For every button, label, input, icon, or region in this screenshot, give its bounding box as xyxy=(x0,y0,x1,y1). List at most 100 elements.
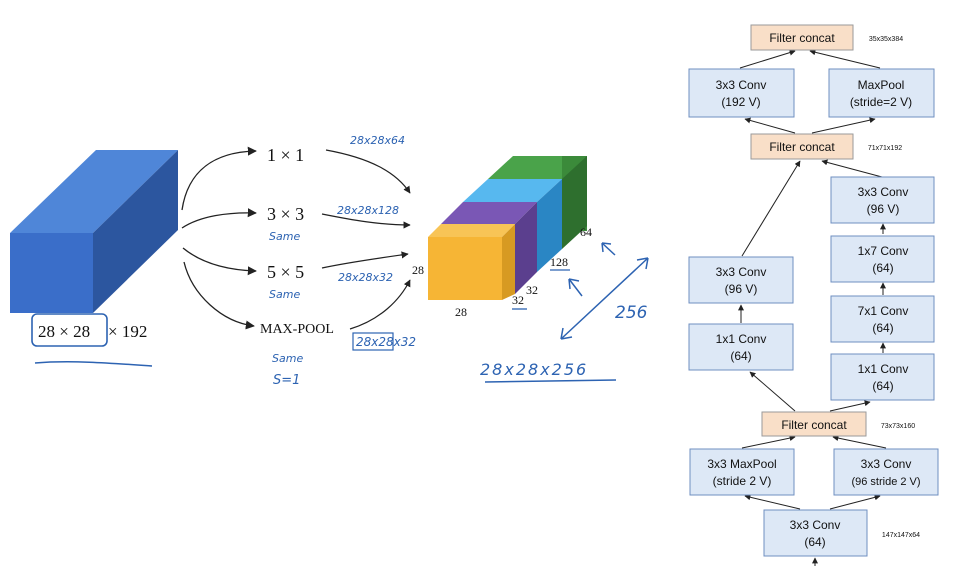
note-total-depth: 256 xyxy=(615,303,648,323)
hand-arrow-64 xyxy=(601,242,616,256)
conv3x3-192-line1: 3x3 Conv xyxy=(716,78,767,92)
conv1x1-64-right-line1: 1x1 Conv xyxy=(858,362,909,376)
stack-dim-labels: 28 28 32 32 128 64 xyxy=(412,225,592,319)
stack-label-d3: 128 xyxy=(550,255,568,269)
arrow-b1-to-stack xyxy=(325,149,411,194)
stem-flow-nodes: Filter concat 35x35x384 3x3 Conv (192 V)… xyxy=(688,24,939,557)
maxpool-s2-box xyxy=(828,68,935,118)
stack-label-d2: 32 xyxy=(526,283,538,297)
conv3x3-96-right-box xyxy=(830,176,935,224)
stack-blue-top xyxy=(463,179,562,202)
edge-conv96s2-concatlow xyxy=(832,435,887,449)
conv3x3-64-bottom-line1: 3x3 Conv xyxy=(790,518,841,532)
note-b1-out: 28x28x64 xyxy=(350,134,405,147)
edge-maxpool3x3-concatlow xyxy=(741,435,796,449)
converge-arrows xyxy=(321,149,411,330)
arrow-to-1x1 xyxy=(181,146,257,211)
stem-flow-edges xyxy=(738,49,887,566)
conv3x3-96-right-line2: (96 V) xyxy=(867,202,900,216)
size-top: 35x35x384 xyxy=(869,36,903,43)
input-volume-top xyxy=(10,150,178,233)
edge-concatmid-maxpool xyxy=(811,117,876,134)
conv3x3-96-left-box xyxy=(688,256,794,304)
conv7x1-64-line2: (64) xyxy=(872,321,893,335)
conv3x3-96-s2-line2: (96 stride 2 V) xyxy=(851,476,920,488)
input-volume xyxy=(10,150,178,313)
edge-bottom-maxpool3x3 xyxy=(744,494,801,510)
input-dims-box xyxy=(31,313,108,347)
branch-labels: 1 × 1 3 × 3 5 × 5 MAX-POOL xyxy=(260,145,334,337)
edge-concatlow-left1x1 xyxy=(749,371,796,412)
conv7x1-64-box xyxy=(830,295,935,343)
stack-label-d1: 32 xyxy=(512,293,524,307)
concat-mid-box xyxy=(750,133,854,160)
input-volume-side xyxy=(93,150,178,313)
stack-label-d4: 64 xyxy=(580,225,592,239)
input-dims-label: 28 × 28 × 192 xyxy=(31,313,153,367)
conv1x7-64-box xyxy=(830,235,935,283)
note-b2-out: 28x28x128 xyxy=(337,204,399,217)
edge-right3x3-concatmid xyxy=(821,159,883,178)
conv1x1-64-right-box xyxy=(830,353,935,401)
conv1x1-64-left-line2: (64) xyxy=(730,349,751,363)
conv1x1-64-left-box xyxy=(688,323,794,371)
arrow-to-maxpool xyxy=(183,261,255,330)
conv3x3-64-bottom-line2: (64) xyxy=(804,535,825,549)
input-volume-front xyxy=(10,233,93,313)
conv3x3-96-left-line2: (96 V) xyxy=(725,282,758,296)
conv3x3-96-s2-line1: 3x3 Conv xyxy=(861,457,912,471)
stack-label-h: 28 xyxy=(412,263,424,277)
arrow-to-3x3 xyxy=(181,208,257,229)
concat-mid-label: Filter concat xyxy=(769,140,835,154)
note-b4-box xyxy=(352,332,394,351)
conv1x7-64-line1: 1x7 Conv xyxy=(858,244,909,258)
arrow-to-5x5 xyxy=(182,247,257,276)
note-total-underline xyxy=(484,379,617,383)
arrow-b4-to-stack xyxy=(349,279,411,330)
stack-purple-top xyxy=(441,202,537,224)
hand-arrow-128 xyxy=(568,278,583,297)
output-stack xyxy=(428,156,587,300)
conv3x3-96-left-line1: 3x3 Conv xyxy=(716,265,767,279)
note-b4-stride: S=1 xyxy=(273,373,300,388)
note-b4-same: Same xyxy=(272,352,303,365)
maxpool3x3-s2-box xyxy=(689,448,795,496)
maxpool-s2-line2: (stride=2 V) xyxy=(850,95,912,109)
branch-maxpool: MAX-POOL xyxy=(260,322,334,337)
stack-yellow-front xyxy=(428,237,502,300)
maxpool3x3-s2-line2: (stride 2 V) xyxy=(713,474,772,488)
conv3x3-192-box xyxy=(688,68,795,118)
arrow-b3-to-stack xyxy=(321,251,409,269)
stack-purple-side xyxy=(515,202,537,294)
size-low: 73x73x160 xyxy=(881,423,915,430)
conv3x3-64-bottom-box xyxy=(763,509,868,557)
branch-arrows xyxy=(181,146,257,330)
conv3x3-96-s2-box xyxy=(833,448,939,496)
stack-label-w: 28 xyxy=(455,305,467,319)
stack-blue-side xyxy=(537,179,562,272)
maxpool-s2-line1: MaxPool xyxy=(858,78,905,92)
note-total-out: 28x28x256 xyxy=(480,360,588,379)
edge-left3x3-concatmid xyxy=(741,160,801,257)
stack-yellow-top xyxy=(428,224,515,237)
edge-bottom-conv96s2 xyxy=(829,494,881,510)
arrow-b2-to-stack xyxy=(321,213,411,229)
concat-low-box xyxy=(761,411,867,437)
maxpool3x3-s2-line1: 3x3 MaxPool xyxy=(707,457,776,471)
concat-low-label: Filter concat xyxy=(781,418,847,432)
edge-conv192-concattop xyxy=(739,49,796,69)
size-mid: 71x71x192 xyxy=(868,145,902,152)
hand-double-arrow xyxy=(560,257,649,340)
note-b2-same: Same xyxy=(269,230,300,243)
note-b3-out: 28x28x32 xyxy=(338,271,393,284)
conv1x1-64-right-line2: (64) xyxy=(872,379,893,393)
handwritten-notes: 28x28x64 28x28x128 Same 28x28x32 Same 28… xyxy=(269,134,648,388)
input-dims-underline xyxy=(34,361,153,367)
stack-green-side xyxy=(562,156,587,249)
branch-1x1: 1 × 1 xyxy=(267,145,304,165)
handwritten-arrows xyxy=(560,242,649,340)
input-dims-depth: × 192 xyxy=(108,322,147,341)
input-dims-hw: 28 × 28 xyxy=(38,322,90,341)
conv3x3-192-line2: (192 V) xyxy=(721,95,760,109)
